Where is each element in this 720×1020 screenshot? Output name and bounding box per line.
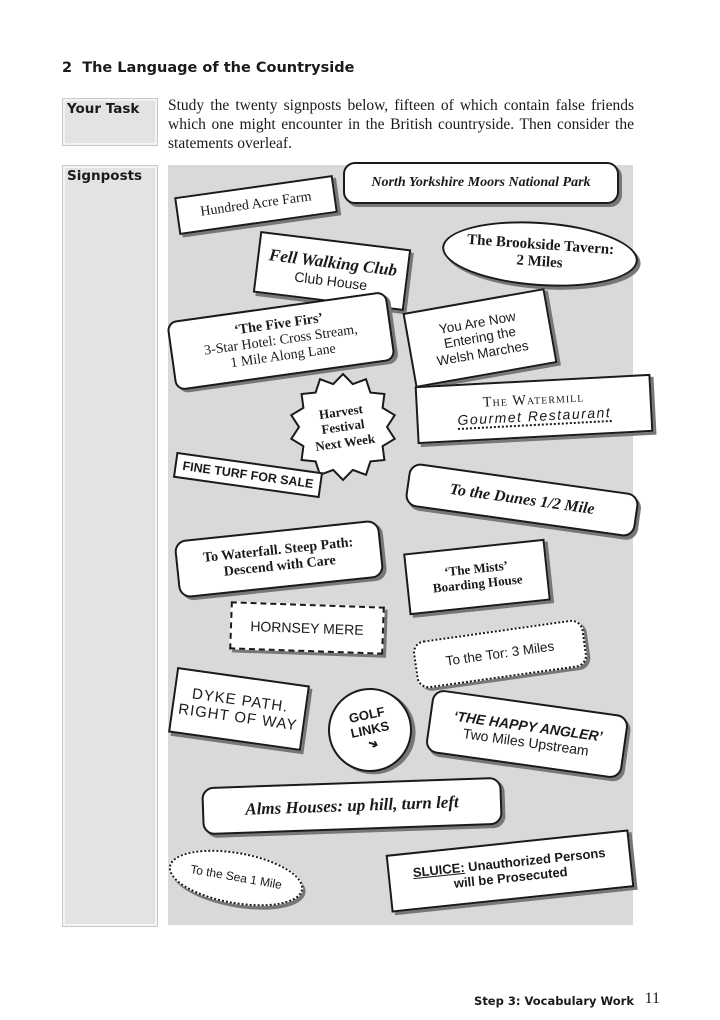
sign-text: Gourmet Restaurant	[457, 404, 612, 431]
your-task-label: Your Task	[67, 101, 140, 117]
sign-harvest-festival-star	[289, 372, 397, 482]
sign-watermill: The Watermill Gourmet Restaurant	[414, 373, 654, 445]
sign-text: HORNSEY MERE	[250, 617, 364, 638]
section-title: 2 The Language of the Countryside	[62, 60, 354, 76]
your-task-box: Your Task	[62, 98, 158, 146]
section-number: 2	[62, 60, 73, 76]
footer-step: Step 3: Vocabulary Work	[474, 994, 634, 1008]
signposts-label: Signposts	[67, 168, 143, 184]
sign-hornsey-mere: HORNSEY MERE	[229, 601, 385, 655]
sign-text: Alms Houses: up hill, turn left	[244, 792, 460, 819]
sign-text: To the Tor: 3 Miles	[444, 638, 556, 669]
sign-text: 2 Miles	[515, 252, 564, 272]
task-text: Study the twenty signposts below, fiftee…	[168, 97, 634, 152]
sign-text: To the Dunes 1/2 Mile	[448, 480, 596, 518]
signposts-box: Signposts	[62, 165, 158, 927]
sign-north-yorkshire: North Yorkshire Moors National Park	[343, 162, 619, 204]
page-number: 11	[644, 990, 660, 1007]
arrow-right-icon: ➔	[366, 735, 381, 752]
sign-text: North Yorkshire Moors National Park	[371, 174, 591, 190]
sign-text: Hundred Acre Farm	[199, 189, 313, 220]
sign-text: To the Sea 1 Mile	[189, 862, 284, 893]
section-title-text: The Language of the Countryside	[82, 60, 355, 76]
